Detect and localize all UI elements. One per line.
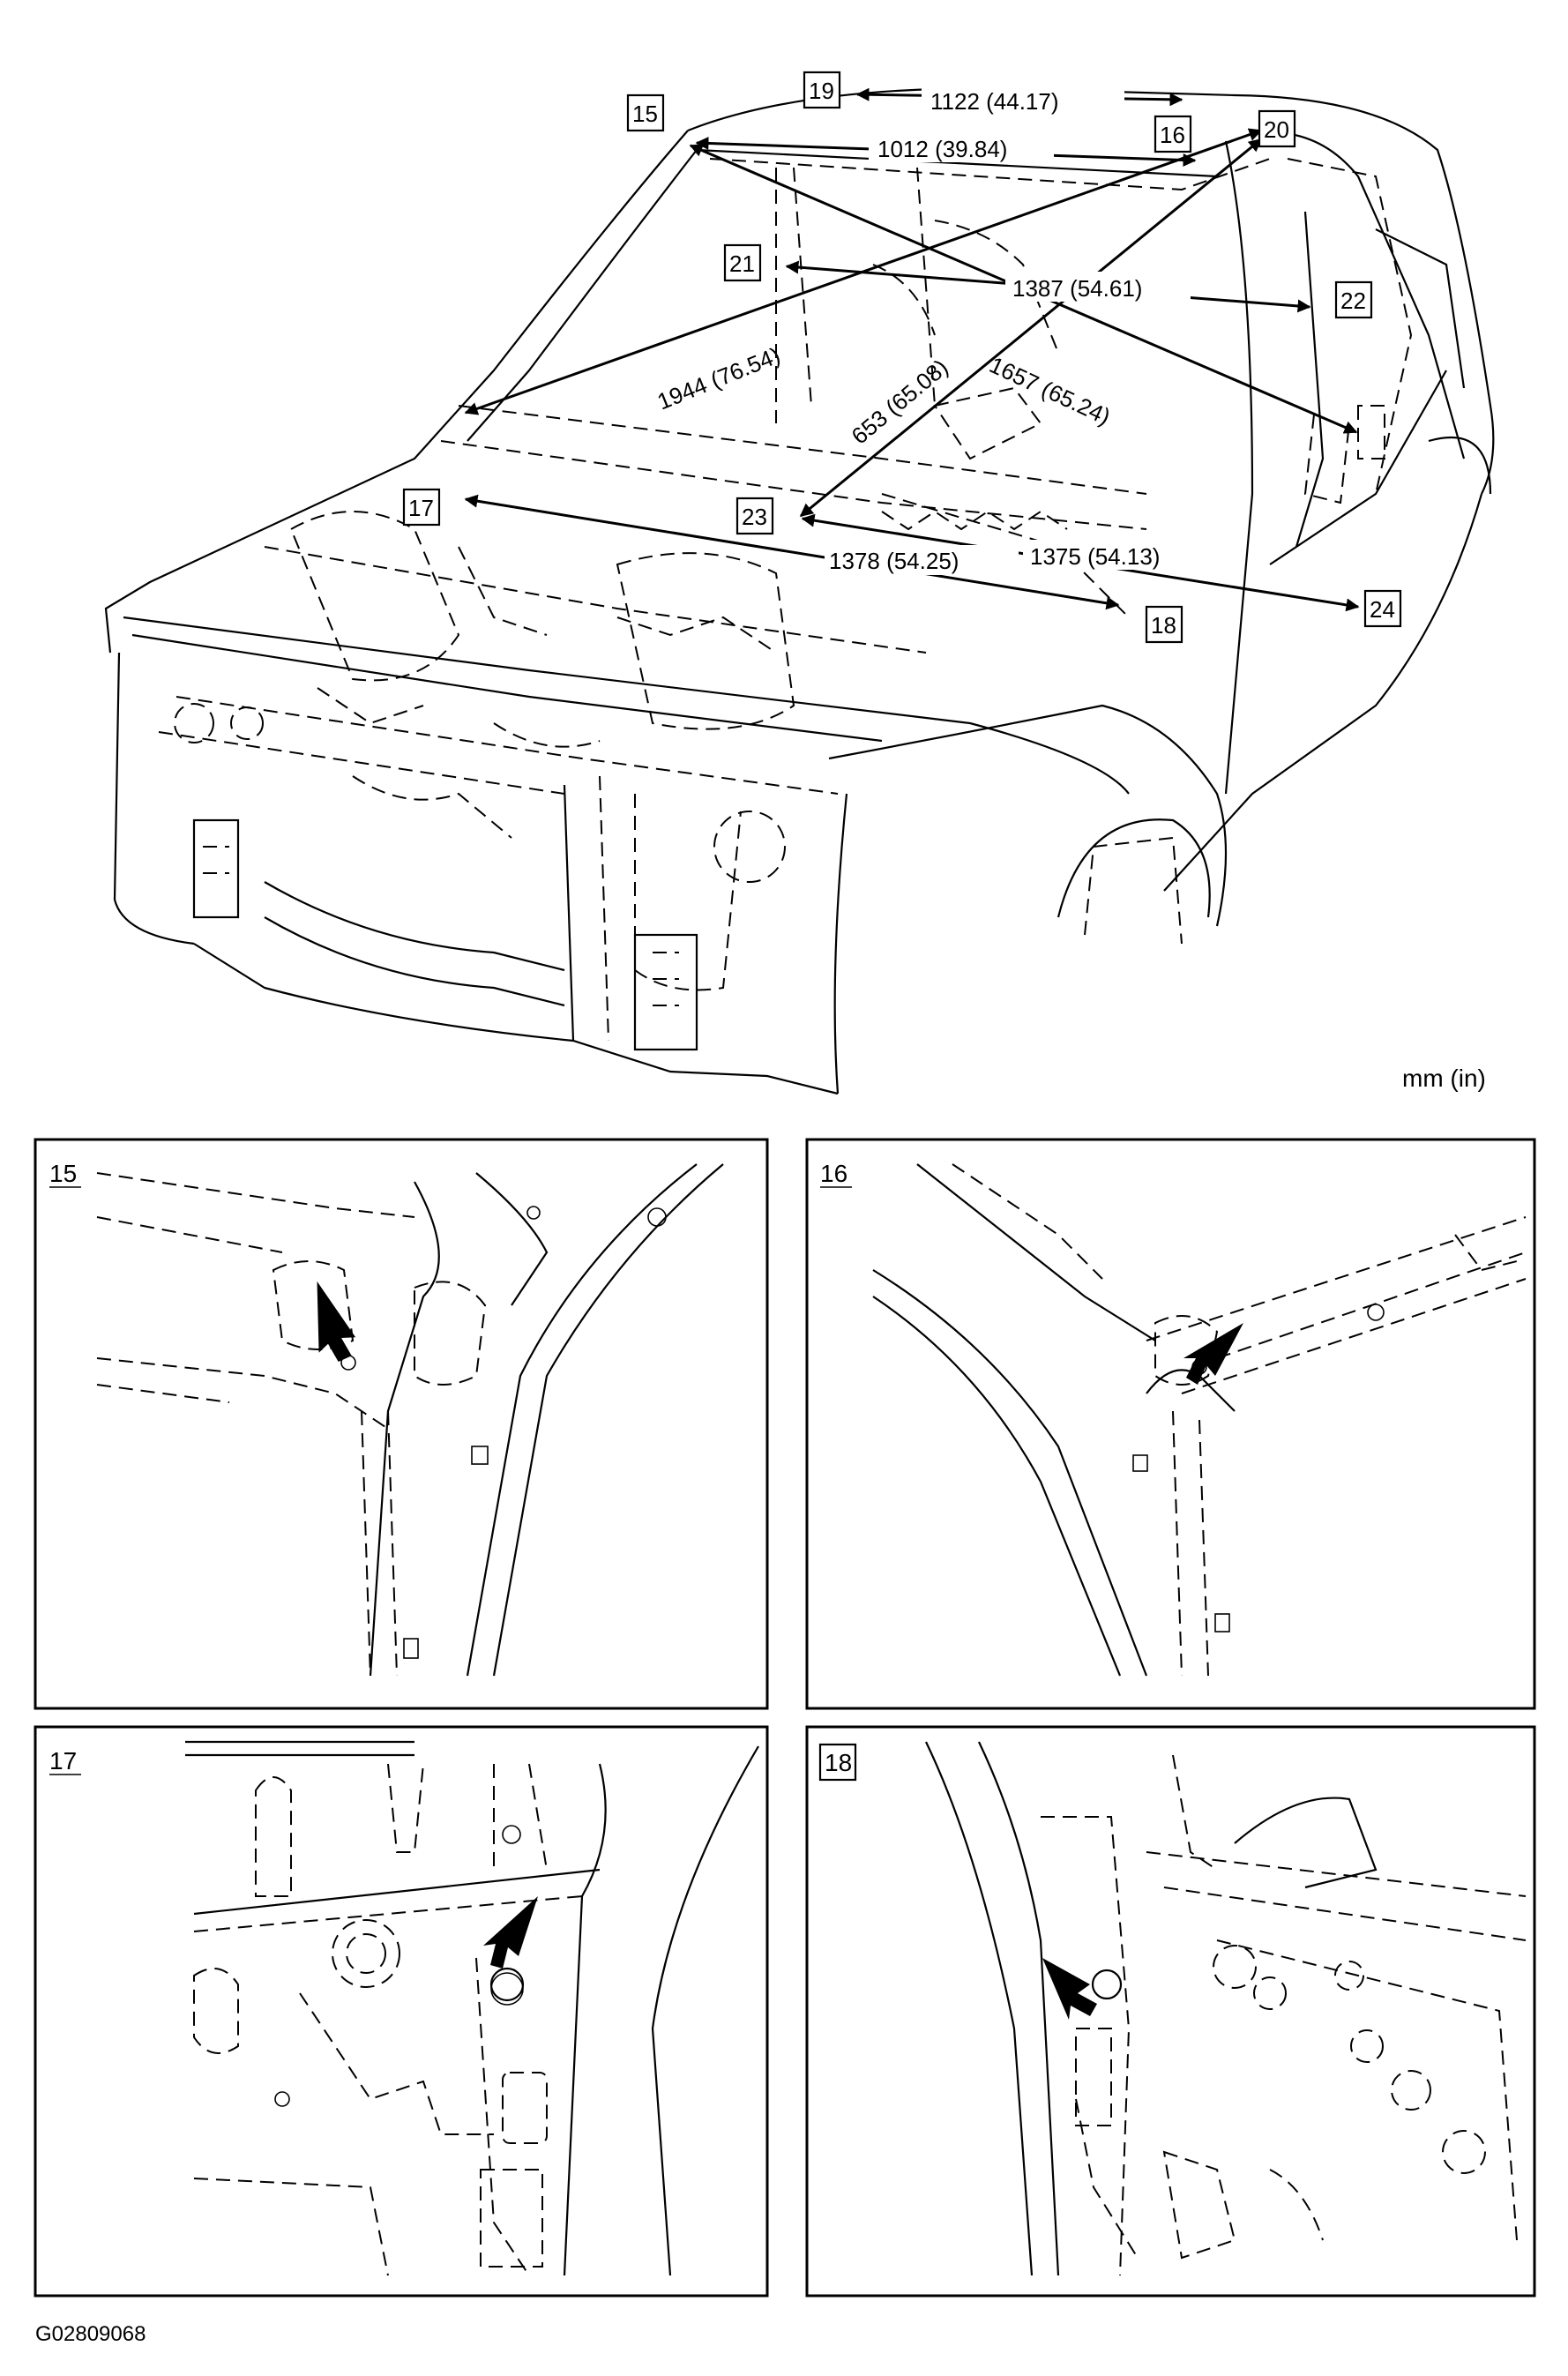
- measure-label-1378: 1378 (54.25): [829, 548, 959, 574]
- panel-label-16: 16: [820, 1160, 847, 1187]
- measure-label-1387: 1387 (54.61): [1012, 275, 1142, 302]
- detail-panel-16: 16: [805, 1138, 1536, 1710]
- detail-panel-18: 18: [805, 1725, 1536, 2298]
- callout-15: 15: [626, 93, 665, 132]
- svg-text:20: 20: [1264, 116, 1289, 143]
- callout-16: 16: [1154, 115, 1192, 153]
- units-label: mm (in): [1402, 1065, 1486, 1092]
- panel-label-15: 15: [49, 1160, 77, 1187]
- callout-24: 24: [1363, 589, 1402, 628]
- figure-id: G02809068: [35, 2322, 146, 2346]
- callout-20: 20: [1258, 109, 1296, 148]
- callout-21: 21: [723, 243, 762, 282]
- svg-text:18: 18: [1151, 612, 1176, 639]
- callout-18: 18: [1145, 605, 1183, 644]
- svg-text:17: 17: [408, 495, 434, 521]
- callout-23: 23: [735, 497, 774, 535]
- svg-text:22: 22: [1340, 288, 1366, 314]
- measure-label-1944: 1944 (76.54): [653, 342, 784, 415]
- callout-17: 17: [402, 488, 441, 527]
- svg-text:15: 15: [632, 101, 658, 127]
- callout-19: 19: [803, 71, 841, 109]
- svg-text:19: 19: [809, 78, 834, 104]
- vehicle-body-outline: [104, 86, 1495, 1095]
- detail-panel-15: 15: [34, 1138, 769, 1710]
- measure-label-1375: 1375 (54.13): [1030, 543, 1160, 570]
- measure-label-1012: 1012 (39.84): [877, 136, 1007, 162]
- callout-22: 22: [1334, 280, 1373, 319]
- panel-label-18: 18: [825, 1749, 852, 1776]
- svg-text:21: 21: [729, 250, 755, 277]
- measure-line-23-20: [799, 138, 1263, 518]
- panel-label-17: 17: [49, 1747, 77, 1775]
- svg-text:23: 23: [742, 504, 767, 530]
- svg-text:24: 24: [1370, 596, 1395, 623]
- svg-text:16: 16: [1160, 122, 1185, 148]
- detail-panel-17: 17: [34, 1725, 769, 2298]
- measure-label-1122: 1122 (44.17): [930, 88, 1059, 115]
